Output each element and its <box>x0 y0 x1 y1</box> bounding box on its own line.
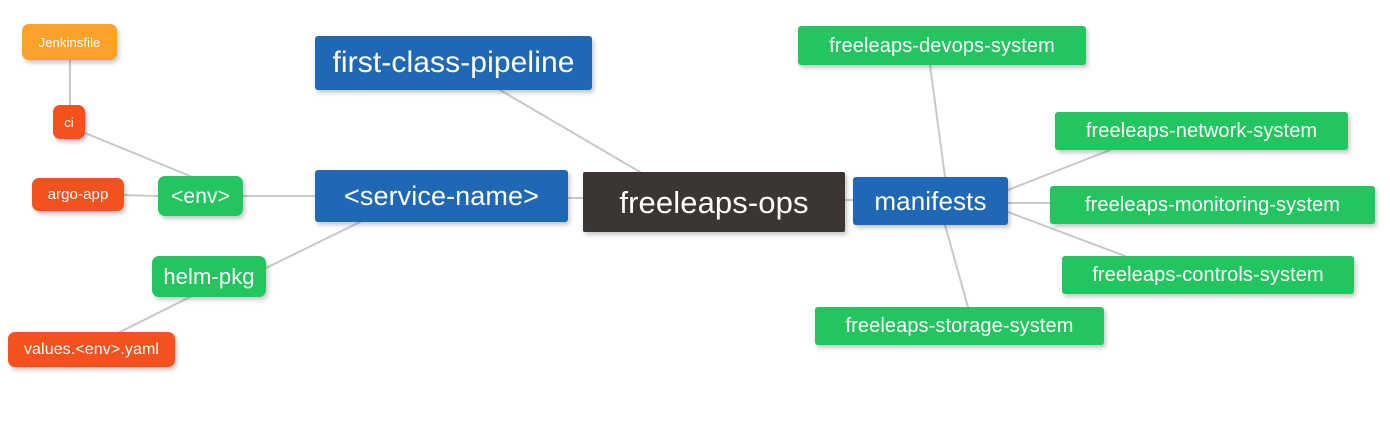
node-jenkinsfile[interactable]: Jenkinsfile <box>22 24 117 60</box>
node-first-class-pipeline[interactable]: first-class-pipeline <box>315 36 592 90</box>
node-label: freeleaps-monitoring-system <box>1084 194 1340 216</box>
node-argo-app[interactable]: argo-app <box>32 178 124 211</box>
node-freeleaps-devops-system[interactable]: freeleaps-devops-system <box>798 26 1086 65</box>
node-label: <service-name> <box>344 180 539 211</box>
node-label: freeleaps-network-system <box>1085 120 1318 142</box>
node-label: argo-app <box>47 186 109 203</box>
node-label: ci <box>64 114 74 130</box>
node-label: freeleaps-ops <box>619 184 809 220</box>
node-service-name[interactable]: <service-name> <box>315 170 568 222</box>
node-label: <env> <box>171 184 230 208</box>
node-freeleaps-network-system[interactable]: freeleaps-network-system <box>1055 112 1348 150</box>
node-helm-pkg[interactable]: helm-pkg <box>152 256 266 297</box>
node-env[interactable]: <env> <box>158 176 243 216</box>
node-label: freeleaps-controls-system <box>1092 264 1324 286</box>
node-label: Jenkinsfile <box>38 34 101 50</box>
node-values-yaml[interactable]: values.<env>.yaml <box>8 332 175 367</box>
node-label: manifests <box>874 186 987 216</box>
edge-manifests-to-freeleaps-storage-system <box>944 224 969 308</box>
node-label: helm-pkg <box>163 263 255 289</box>
node-label: freeleaps-devops-system <box>829 34 1055 57</box>
node-ci[interactable]: ci <box>53 105 85 139</box>
node-freeleaps-monitoring-system[interactable]: freeleaps-monitoring-system <box>1050 186 1375 224</box>
edge-manifests-to-freeleaps-devops-system <box>929 64 946 178</box>
node-freeleaps-controls-system[interactable]: freeleaps-controls-system <box>1062 256 1354 294</box>
edge-helm-pkg-to-values-yaml <box>119 296 191 333</box>
node-label: values.<env>.yaml <box>23 340 160 358</box>
edge-service-name-to-helm-pkg <box>265 221 361 269</box>
edge-manifests-to-freeleaps-network-system <box>1007 149 1111 191</box>
edge-ci-to-env <box>84 132 191 177</box>
edge-argo-app-to-env <box>123 194 159 197</box>
node-label: first-class-pipeline <box>332 46 575 79</box>
node-label: freeleaps-storage-system <box>845 315 1074 337</box>
node-manifests[interactable]: manifests <box>853 177 1008 225</box>
edge-first-class-pipeline-to-freeleaps-ops <box>499 89 641 173</box>
node-freeleaps-ops[interactable]: freeleaps-ops <box>583 172 845 232</box>
node-freeleaps-storage-system[interactable]: freeleaps-storage-system <box>815 307 1104 345</box>
